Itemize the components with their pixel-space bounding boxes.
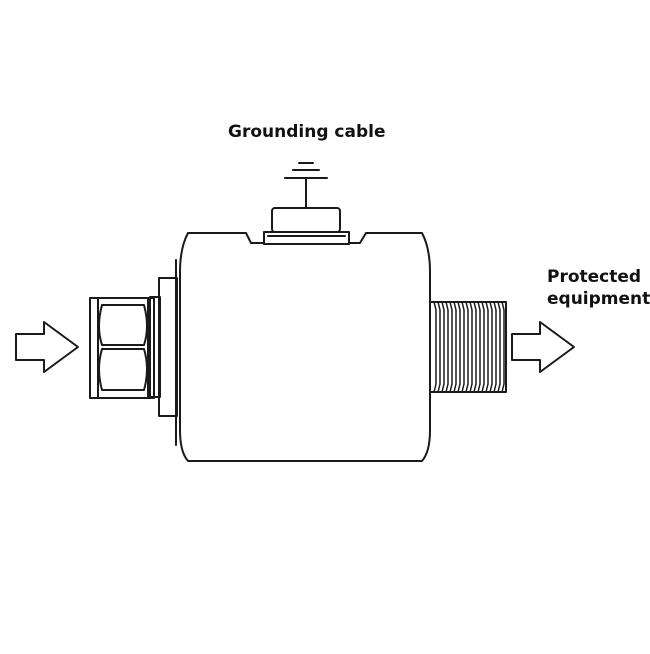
- thread-ridge: [469, 301, 473, 393]
- thread-ridge: [433, 301, 437, 393]
- thread-ridge: [473, 301, 477, 393]
- ground-symbol-icon: [284, 162, 328, 209]
- grounding-cable-label: Grounding cable: [228, 122, 386, 142]
- thread-ridge: [461, 301, 465, 393]
- thread-ridge: [437, 301, 441, 393]
- thread-ridge: [441, 301, 445, 393]
- protected-equipment-label: Protected equipment: [547, 266, 650, 310]
- output-arrow-icon: [511, 321, 575, 373]
- thread-ridge: [445, 301, 449, 393]
- ground-terminal: [263, 207, 350, 245]
- thread-ridge: [465, 301, 469, 393]
- thread-ridge: [457, 301, 461, 393]
- main-body: [179, 232, 431, 462]
- input-arrow-icon: [15, 321, 79, 373]
- hex-nut-connector: [89, 297, 155, 399]
- thread-ridge: [449, 301, 453, 393]
- thread-ridge: [453, 301, 457, 393]
- thread-ridge: [477, 301, 481, 393]
- thread-ridge: [501, 301, 505, 393]
- protected-label-line-1: Protected: [547, 267, 642, 287]
- thread-ridge: [481, 301, 485, 393]
- thread-ridge: [485, 301, 489, 393]
- protected-label-line-2: equipment: [547, 289, 650, 309]
- thread-ridge: [489, 301, 493, 393]
- threaded-output-connector: [429, 301, 507, 393]
- thread-ridge: [497, 301, 501, 393]
- thread-ridge: [493, 301, 497, 393]
- thread-lines: [433, 301, 505, 393]
